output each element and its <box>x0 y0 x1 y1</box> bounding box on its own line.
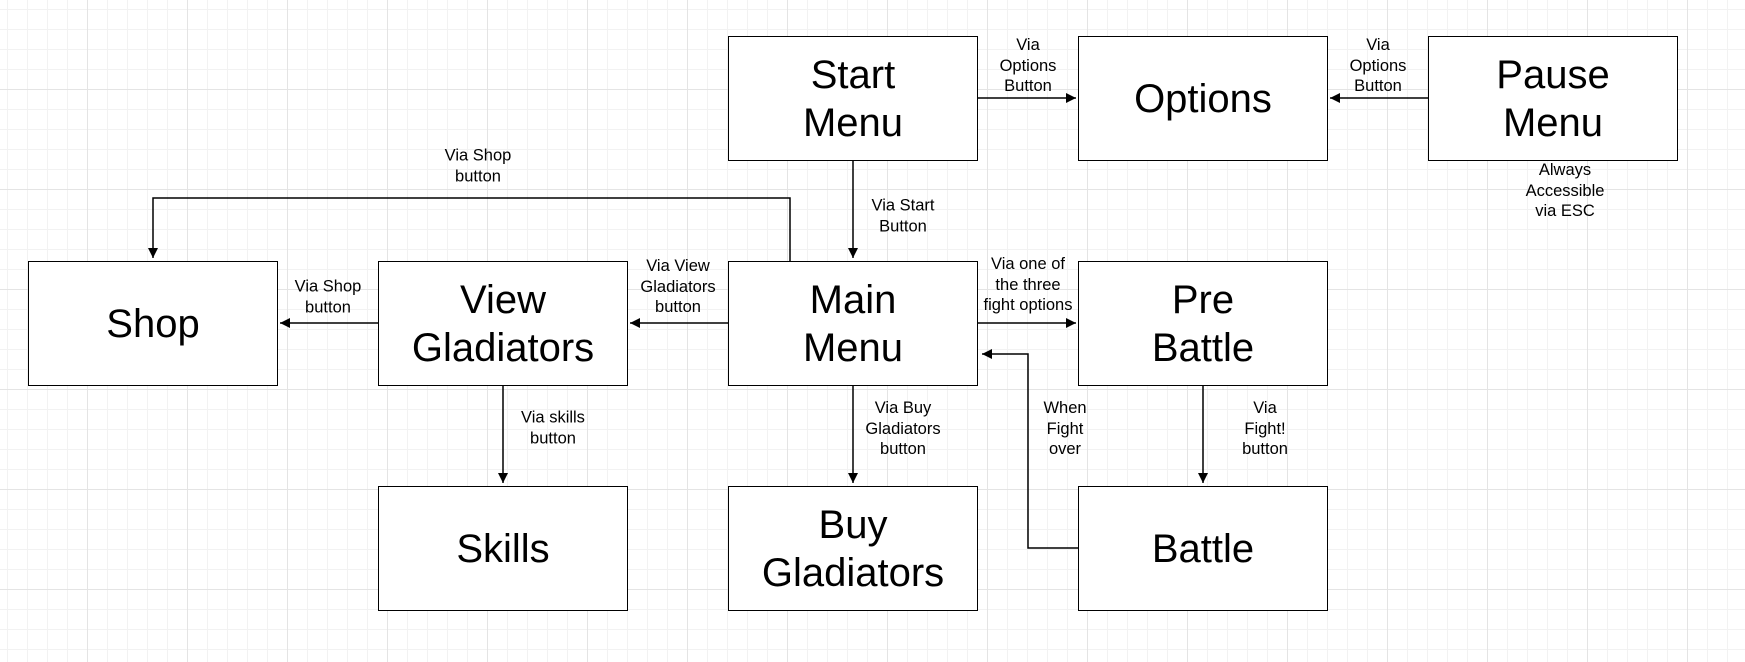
label-start-to-options: Via Options Button <box>999 36 1057 96</box>
skills-node[interactable]: Skills <box>378 486 628 611</box>
battle-node[interactable]: Battle <box>1078 486 1328 611</box>
label-view-gladiators-to-shop: Via Shop button <box>294 277 362 316</box>
label-pause-to-options: Via Options Button <box>1349 36 1407 96</box>
label-start-to-main: Via Start Button <box>871 196 935 235</box>
start-menu-node[interactable]: Start Menu <box>728 36 978 161</box>
label-battle-to-main: When Fight over <box>1043 399 1087 459</box>
pause-menu-node[interactable]: Pause Menu <box>1428 36 1678 161</box>
view-gladiators-node[interactable]: View Gladiators <box>378 261 628 386</box>
main-menu-node[interactable]: Main Menu <box>728 261 978 386</box>
label-main-to-shop: Via Shop button <box>444 146 512 185</box>
options-node[interactable]: Options <box>1078 36 1328 161</box>
label-main-to-view-gladiators: Via View Gladiators button <box>640 257 716 317</box>
label-pre-battle-to-battle: Via Fight! button <box>1242 399 1288 459</box>
arrow-battle-to-main <box>982 349 1078 549</box>
buy-gladiators-node[interactable]: Buy Gladiators <box>728 486 978 611</box>
label-main-to-buy-gladiators: Via Buy Gladiators button <box>865 399 941 459</box>
label-view-gladiators-to-skills: Via skills button <box>521 408 585 447</box>
pre-battle-node[interactable]: Pre Battle <box>1078 261 1328 386</box>
label-pause-always-accessible: Always Accessible via ESC <box>1525 161 1605 221</box>
arrow-main-to-shop <box>148 197 791 261</box>
label-main-to-pre-battle: Via one of the three fight options <box>983 255 1073 315</box>
shop-node[interactable]: Shop <box>28 261 278 386</box>
